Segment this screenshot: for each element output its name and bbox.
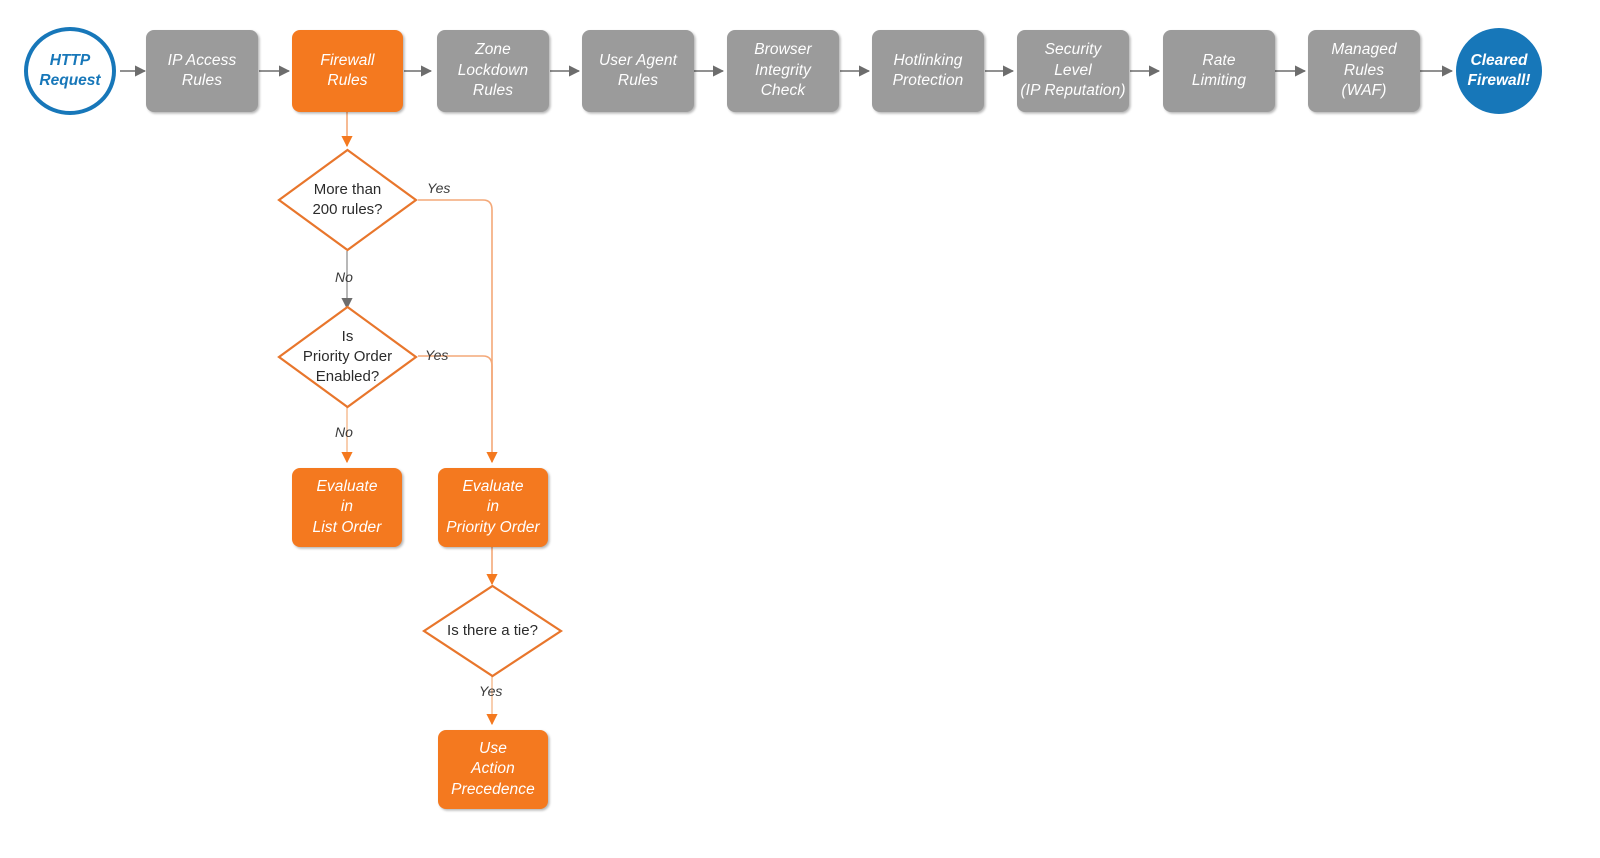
edge-yes-200-rules <box>418 199 498 464</box>
node-decision-is-there-a-tie-label: Is there a tie? <box>447 622 538 640</box>
edge-label-yes-more-than-200-rules: Yes <box>427 180 451 196</box>
node-decision-is-there-a-tie[interactable]: Is there a tie? <box>422 584 563 678</box>
edge-label-no-more-than-200-rules: No <box>335 269 353 285</box>
diamond-shape-icon <box>277 148 418 252</box>
edge-label-yes-is-there-a-tie: Yes <box>479 683 503 699</box>
edge-label-yes-is-priority-order-enabled: Yes <box>425 347 449 363</box>
edge-label-no-is-priority-order-enabled: No <box>335 424 353 440</box>
